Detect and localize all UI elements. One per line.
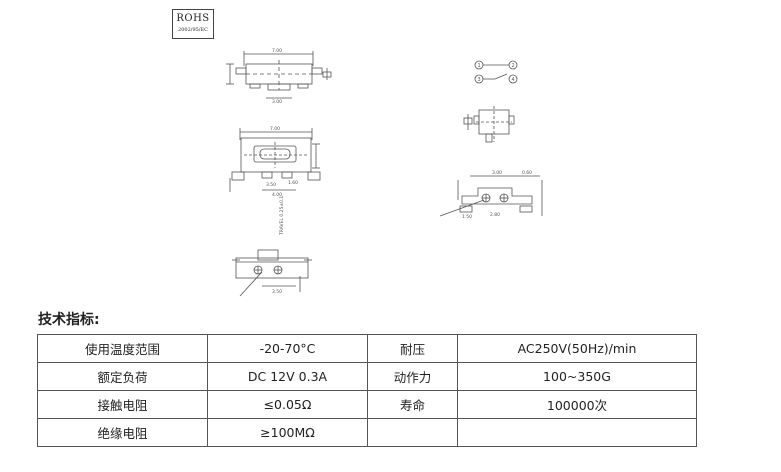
spec-table: 使用温度范围 -20-70°C 耐压 AC250V(50Hz)/min 额定负荷… (37, 334, 697, 447)
spec-value: ≤0.05Ω (207, 390, 368, 419)
dim-middle-width: 7.00 (270, 126, 280, 132)
pin-4-label: 4 (512, 77, 515, 83)
table-row: 绝缘电阻 ≥100MΩ (37, 418, 697, 447)
spec-value (457, 418, 697, 447)
spec-value: -20-70°C (207, 334, 368, 363)
table-row: 接触电阻 ≤0.05Ω 寿命 100000次 (37, 390, 697, 419)
spec-label: 接触电阻 (37, 390, 208, 419)
dim-footprint-top-right: 0.60 (522, 170, 532, 176)
spec-value: 100~350G (457, 362, 697, 391)
drawing-side-view: 3.50 (232, 249, 312, 297)
pin-3-label: 3 (478, 77, 481, 83)
spec-label: 寿命 (367, 390, 458, 419)
dim-footprint-left: 1.50 (462, 214, 472, 220)
dim-middle-bottom: 3.50 (266, 182, 276, 188)
dim-footprint-top: 3.00 (492, 170, 502, 176)
spec-label: 动作力 (367, 362, 458, 391)
pin-1-label: 1 (478, 63, 481, 69)
rohs-badge: ROHS 2002/95/EC (172, 9, 214, 39)
pin-2-label: 2 (512, 63, 515, 69)
dim-side-bottom: 3.50 (272, 289, 282, 295)
spec-value: 100000次 (457, 390, 697, 419)
rohs-code: 2002/95/EC (178, 27, 208, 33)
dim-middle-lower: 4.00 (272, 192, 282, 198)
drawing-footprint-view: 3.00 0.60 1.50 2.80 (439, 170, 543, 220)
spec-label (367, 418, 458, 447)
dim-top-width: 7.00 (272, 48, 282, 54)
spec-label: 额定负荷 (37, 362, 208, 391)
technical-drawings: 7.00 3.00 7.00 3.50 1.60 (226, 48, 543, 297)
section-title: 技术指标: (38, 312, 100, 328)
table-row: 额定负荷 DC 12V 0.3A 动作力 100~350G (37, 362, 697, 391)
circuit-schematic: 1 2 3 4 (474, 60, 518, 84)
drawing-body-view (463, 106, 515, 143)
spec-label: 使用温度范围 (37, 334, 208, 363)
drawing-middle-view: 7.00 3.50 1.60 4.00 (229, 126, 321, 198)
drawing-top-view: 7.00 3.00 (226, 48, 332, 105)
table-row: 使用温度范围 -20-70°C 耐压 AC250V(50Hz)/min (37, 334, 697, 363)
dim-top-bottom: 3.00 (272, 99, 282, 105)
dim-middle-small: 1.60 (288, 180, 298, 186)
spec-label: 绝缘电阻 (37, 418, 208, 447)
spec-value: AC250V(50Hz)/min (457, 334, 697, 363)
spec-value: DC 12V 0.3A (207, 362, 368, 391)
spec-value: ≥100MΩ (207, 418, 368, 447)
spec-label: 耐压 (367, 334, 458, 363)
dim-footprint-bottom: 2.80 (490, 212, 500, 218)
travel-note: TRAVEL 0.25±0.1 (279, 196, 285, 236)
rohs-mark: ROHS (176, 13, 210, 24)
